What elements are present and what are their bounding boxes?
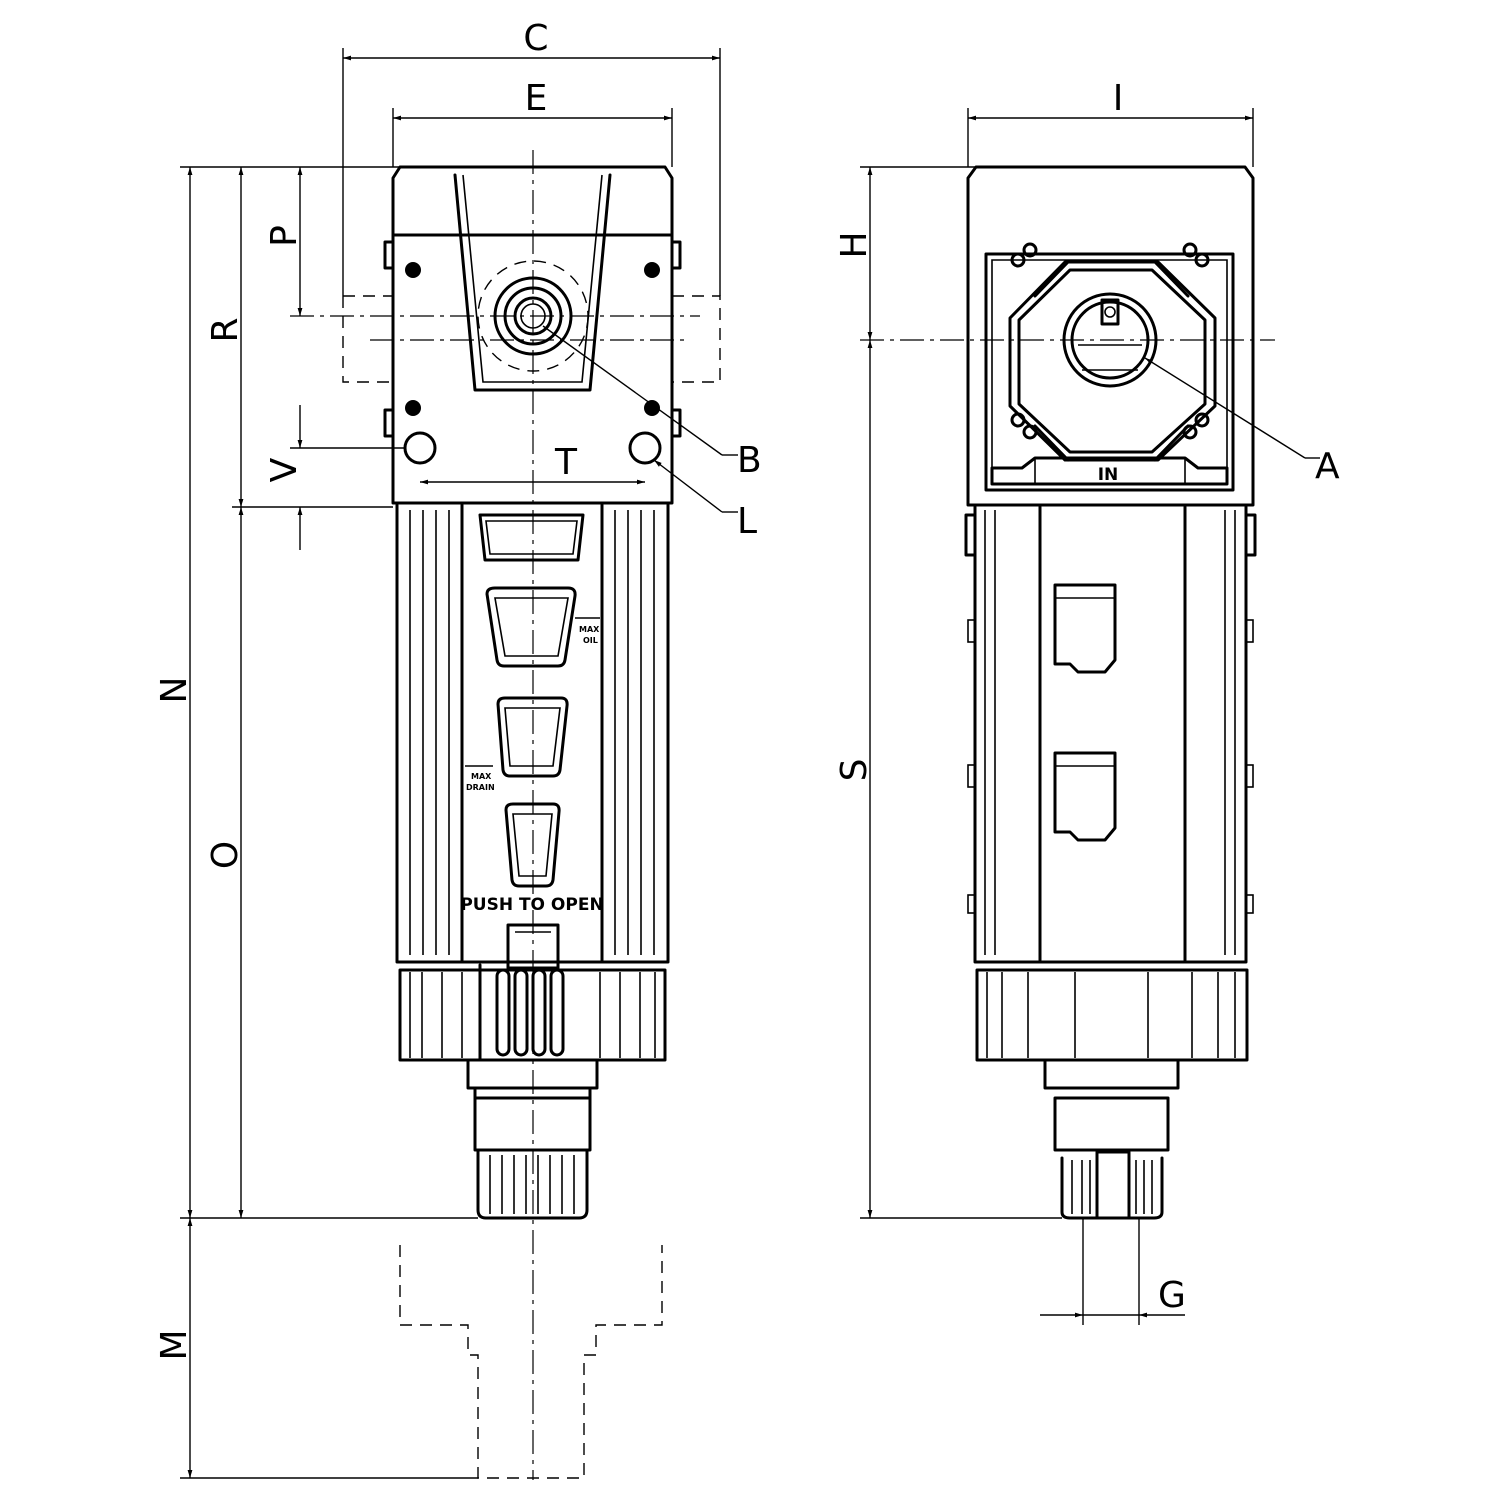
max-drain-label-2: DRAIN xyxy=(466,783,495,792)
in-port-label: IN xyxy=(1098,465,1119,485)
dim-label-c: C xyxy=(523,18,548,59)
dim-label-v: V xyxy=(264,457,305,482)
dim-label-n: N xyxy=(154,677,195,704)
dim-label-e: E xyxy=(525,78,548,119)
dim-label-p: P xyxy=(264,225,305,247)
dim-label-m: M xyxy=(154,1329,195,1360)
dim-label-i: I xyxy=(1113,78,1124,119)
max-oil-label-2: OIL xyxy=(583,636,598,645)
callout-b: B xyxy=(737,440,762,481)
dim-label-o: O xyxy=(205,841,246,869)
max-drain-label: MAX xyxy=(471,772,492,781)
side-view: IN xyxy=(834,78,1340,1325)
dim-label-r: R xyxy=(205,317,246,342)
callout-a: A xyxy=(1315,446,1340,487)
push-to-open-label: PUSH TO OPEN xyxy=(460,895,603,915)
front-view: MAX OIL MAX DRAIN PUSH TO OPEN xyxy=(154,18,762,1480)
dim-label-t: T xyxy=(554,442,578,483)
dim-label-g: G xyxy=(1158,1275,1186,1316)
dim-label-h: H xyxy=(834,231,875,258)
dim-label-s: S xyxy=(834,759,875,782)
max-oil-label: MAX xyxy=(579,625,600,634)
callout-l: L xyxy=(737,501,757,542)
